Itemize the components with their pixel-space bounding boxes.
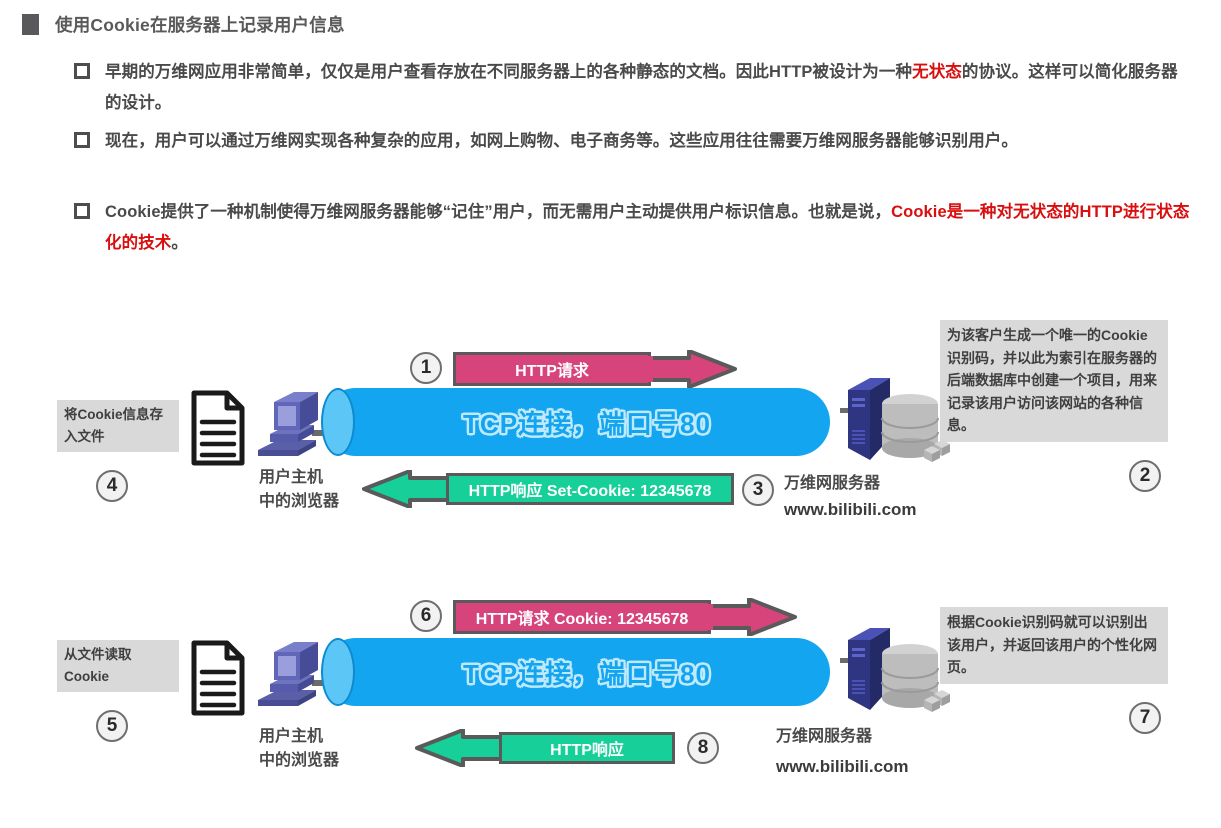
server-url: www.bilibili.com (784, 500, 917, 519)
host-caption-line2: 中的浏览器 (259, 752, 340, 769)
arrow-head-left-icon (362, 469, 462, 513)
step-number-7: 7 (1129, 702, 1161, 734)
host-caption-line1: 用户主机 (259, 469, 324, 486)
arrow-head-left-icon (415, 728, 515, 772)
host-caption-line1: 用户主机 (259, 728, 324, 745)
note-box-step2: 为该客户生成一个唯一的Cookie识别码，并以此为索引在服务器的后端数据库中创建… (940, 320, 1168, 442)
server-caption: 万维网服务器 (784, 475, 881, 492)
desktop-computer-icon (254, 636, 332, 721)
step-number-6: 6 (410, 600, 442, 632)
page-title-text: 使用Cookie在服务器上记录用户信息 (55, 15, 345, 35)
bullet-text-3: Cookie提供了一种机制使得万维网服务器能够“记住”用户，而无需用户主动提供用… (105, 203, 1190, 252)
diagram-row-1: 将Cookie信息存入文件 4 (0, 320, 1221, 568)
tcp-connection-tube: TCP连接，端口号80 (321, 638, 830, 706)
host-caption: 用户主机 中的浏览器 (259, 466, 339, 514)
bullet-item-2: 现在，用户可以通过万维网实现各种复杂的应用，如网上购物、电子商务等。这些应用往往… (74, 126, 1194, 157)
tcp-connection-tube: TCP连接，端口号80 (321, 388, 830, 456)
hollow-square-icon (74, 132, 90, 148)
bullet-text-2: 现在，用户可以通过万维网实现各种复杂的应用，如网上购物、电子商务等。这些应用往往… (105, 132, 1018, 150)
step-number-2: 2 (1129, 460, 1161, 492)
diagram-row-2: 从文件读取Cookie 5 (0, 580, 1221, 828)
tube-cap-icon (321, 638, 355, 706)
tcp-tube-label: TCP连接，端口号80 (463, 408, 711, 439)
http-request-arrow-2: HTTP请求 Cookie: 12345678 (453, 597, 797, 637)
database-cylinder-icon (876, 392, 956, 477)
step-number-4: 4 (96, 470, 128, 502)
filled-square-icon (22, 14, 39, 35)
bullet-item-3: Cookie提供了一种机制使得万维网服务器能够“记住”用户，而无需用户主动提供用… (74, 197, 1194, 259)
http-response-label-1: HTTP响应 Set-Cookie: 12345678 (446, 473, 734, 505)
note-box-step5: 从文件读取Cookie (57, 640, 179, 692)
server-caption: 万维网服务器 (776, 728, 873, 745)
host-caption-line2: 中的浏览器 (259, 493, 340, 510)
http-request-label-2: HTTP请求 Cookie: 12345678 (453, 600, 711, 634)
http-response-label-2: HTTP响应 (499, 732, 675, 764)
note-box-step4: 将Cookie信息存入文件 (57, 400, 179, 452)
step-number-3: 3 (742, 474, 774, 506)
bullet-text-1: 早期的万维网应用非常简单，仅仅是用户查看存放在不同服务器上的各种静态的文档。因此… (105, 63, 1178, 112)
http-response-arrow-2: HTTP响应 (415, 728, 675, 768)
document-icon (191, 390, 245, 471)
step-number-1: 1 (410, 352, 442, 384)
bullet-item-1: 早期的万维网应用非常简单，仅仅是用户查看存放在不同服务器上的各种静态的文档。因此… (74, 57, 1194, 119)
desktop-computer-icon (254, 386, 332, 471)
http-request-label-1: HTTP请求 (453, 352, 651, 386)
page-title: 使用Cookie在服务器上记录用户信息 (22, 12, 345, 37)
http-request-arrow-1: HTTP请求 (453, 349, 737, 389)
step-number-5: 5 (96, 710, 128, 742)
http-response-arrow-1: HTTP响应 Set-Cookie: 12345678 (362, 469, 734, 509)
server-url: www.bilibili.com (776, 757, 909, 776)
tube-cap-icon (321, 388, 355, 456)
tcp-tube-label: TCP连接，端口号80 (463, 658, 711, 689)
arrow-head-right-icon (453, 597, 797, 641)
hollow-square-icon (74, 63, 90, 79)
document-icon (191, 640, 245, 721)
note-box-step7: 根据Cookie识别码就可以识别出该用户，并返回该用户的个性化网页。 (940, 607, 1168, 684)
hollow-square-icon (74, 203, 90, 219)
host-caption: 用户主机 中的浏览器 (259, 725, 339, 773)
database-cylinder-icon (876, 642, 956, 727)
step-number-8: 8 (687, 732, 719, 764)
arrow-head-right-icon (453, 349, 737, 393)
